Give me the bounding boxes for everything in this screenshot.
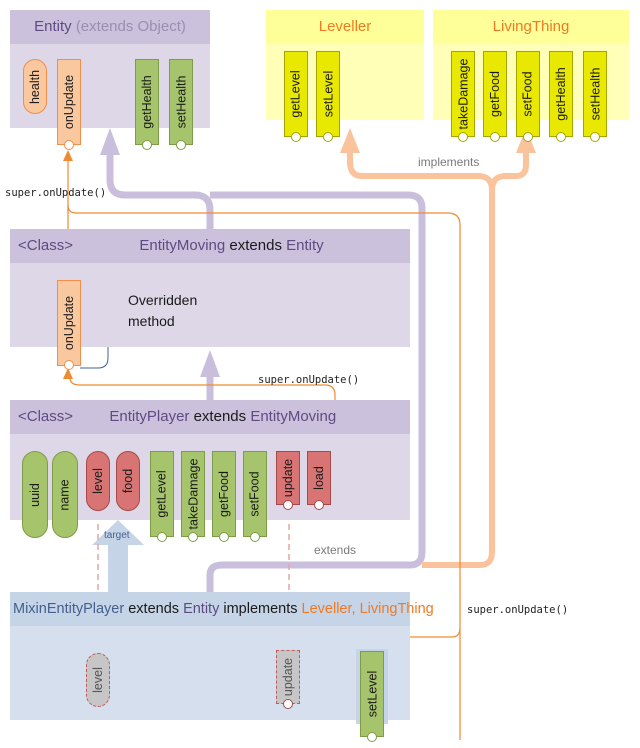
override-annotation: Overridden method <box>128 290 197 332</box>
entity-method-gethealth[interactable]: getHealth <box>135 59 159 145</box>
entityplayer-update-port <box>283 500 293 510</box>
mixin-method-setlevel[interactable]: setLevel <box>360 651 384 737</box>
entityplayer-stereotype: <Class> <box>18 408 74 425</box>
entity-onupdate-port <box>64 140 74 150</box>
mixin-update-port <box>283 699 293 709</box>
leveller-title: Leveller <box>318 18 372 35</box>
extends-line-mixin-entity <box>206 191 426 592</box>
mixin-keyword-implements: implements <box>223 601 298 617</box>
call-arrowhead-moving <box>63 368 73 379</box>
mixin-shadow-field-level[interactable]: level <box>86 653 110 707</box>
livingthing-method-setfood[interactable]: setFood <box>516 51 540 137</box>
entityplayer-keyword: extends <box>193 408 247 425</box>
livingthing-getfood-port <box>490 132 500 142</box>
entityplayer-field-food[interactable]: food <box>116 451 140 511</box>
entityplayer-method-getfood[interactable]: getFood <box>212 451 236 537</box>
livingthing-method-sethealth[interactable]: setHealth <box>583 51 607 137</box>
livingthing-method-getfood[interactable]: getFood <box>483 51 507 137</box>
implements-arrowhead-leveller <box>340 128 360 153</box>
override-annotation-line1: Overridden <box>128 292 198 308</box>
entitymoving-onupdate-port <box>64 360 74 370</box>
livingthing-takedamage-port <box>458 132 468 142</box>
entityplayer-method-setfood[interactable]: setFood <box>243 451 267 537</box>
mixin-name: MixinEntityPlayer <box>13 601 125 617</box>
entitymoving-parent: Entity <box>286 237 324 254</box>
entity-title-suffix: (extends Object) <box>75 18 186 35</box>
entityplayer-method-takedamage[interactable]: takeDamage <box>181 451 205 537</box>
mixin-setlevel-port <box>367 732 377 742</box>
entity-sethealth-port <box>176 140 186 150</box>
mixin-interfaces: Leveller, LivingThing <box>301 601 434 617</box>
inherit-arrowhead-entity <box>100 128 120 155</box>
entity-method-onupdate[interactable]: onUpdate <box>57 59 81 145</box>
mixin-class-box[interactable]: MixinEntityPlayer extends Entity impleme… <box>10 592 434 720</box>
entity-title-name: Entity <box>34 18 72 35</box>
entityplayer-parent: EntityMoving <box>250 408 337 425</box>
livingthing-setfood-port <box>523 132 533 142</box>
mixin-keyword-extends: extends <box>128 601 180 617</box>
implements-line <box>422 152 529 568</box>
super-call-label-middle: super.onUpdate() <box>258 374 360 386</box>
entityplayer-load-port <box>314 500 324 510</box>
entityplayer-getfood-port <box>219 532 229 542</box>
entity-method-sethealth[interactable]: setHealth <box>169 59 193 145</box>
inherit-arrowhead-moving <box>200 350 220 377</box>
entityplayer-field-uuid[interactable]: uuid <box>22 451 48 538</box>
entityplayer-getlevel-port <box>157 532 167 542</box>
leveller-method-setlevel[interactable]: setLevel <box>316 51 340 137</box>
mixin-shadow-method-update[interactable]: update <box>276 650 300 704</box>
target-arrow-shaft <box>108 540 128 592</box>
entitymoving-keyword: extends <box>229 237 282 254</box>
livingthing-sethealth-port <box>590 132 600 142</box>
entityplayer-name: EntityPlayer <box>109 408 190 425</box>
livingthing-gethealth-port <box>556 132 566 142</box>
entityplayer-setfood-port <box>250 532 260 542</box>
extends-label: extends <box>314 543 357 557</box>
leveller-method-getlevel[interactable]: getLevel <box>284 51 308 137</box>
entityplayer-field-name[interactable]: name <box>52 451 78 538</box>
entityplayer-method-update[interactable]: update <box>276 451 300 505</box>
entityplayer-method-getlevel[interactable]: getLevel <box>150 451 174 537</box>
leveller-setlevel-port <box>323 132 333 142</box>
super-call-label-bottom: super.onUpdate() <box>467 604 569 616</box>
leveller-getlevel-port <box>291 132 301 142</box>
call-arrowhead-entity <box>63 150 73 161</box>
entitymoving-method-onupdate[interactable]: onUpdate <box>57 280 81 366</box>
target-arrowhead <box>92 520 144 545</box>
super-call-label-top: super.onUpdate() <box>5 187 107 199</box>
livingthing-method-gethealth[interactable]: getHealth <box>549 51 573 137</box>
target-label: target <box>104 530 130 541</box>
entityplayer-takedamage-port <box>188 532 198 542</box>
entityplayer-method-load[interactable]: load <box>307 451 331 505</box>
entitymoving-name: EntityMoving <box>139 237 226 254</box>
entity-gethealth-port <box>142 140 152 150</box>
livingthing-title: LivingThing <box>492 18 570 35</box>
entityplayer-field-level[interactable]: level <box>86 451 110 511</box>
implements-label: implements <box>418 155 480 169</box>
entity-field-health[interactable]: health <box>23 59 47 114</box>
livingthing-method-takedamage[interactable]: takeDamage <box>451 51 475 137</box>
mixin-parent: Entity <box>183 601 220 617</box>
entitymoving-stereotype: <Class> <box>18 237 74 254</box>
implements-line-leveller <box>347 152 495 191</box>
inherit-line-moving-entity <box>106 150 214 230</box>
override-annotation-line2: method <box>128 313 175 329</box>
